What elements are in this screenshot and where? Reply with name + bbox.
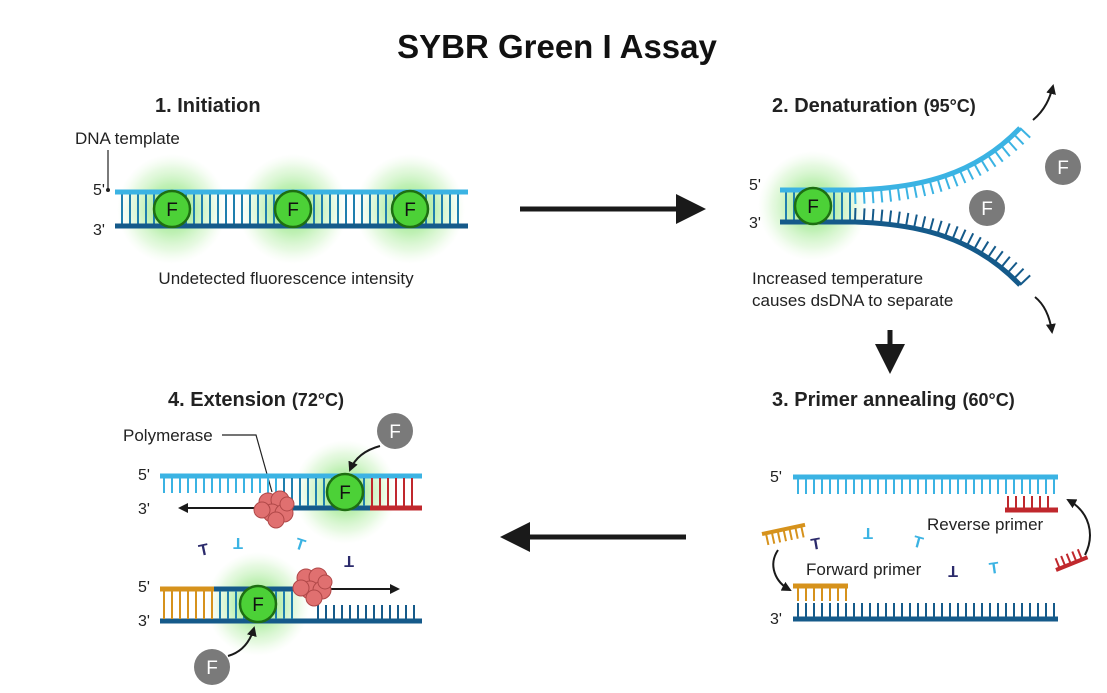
forward-primer-bound bbox=[797, 588, 847, 601]
polymerase-label: Polymerase bbox=[123, 426, 213, 445]
svg-text:F: F bbox=[981, 199, 993, 220]
free-dye: F bbox=[1045, 149, 1081, 185]
dye-binding-arrow bbox=[348, 445, 381, 472]
five-prime-label: 5' bbox=[138, 467, 150, 484]
step-2-denaturation: 2. Denaturation(95°C) 5' 3' F F bbox=[749, 84, 1081, 334]
svg-text:F: F bbox=[287, 200, 299, 221]
svg-text:T: T bbox=[810, 535, 823, 553]
forward-primer-label: Forward primer bbox=[806, 560, 922, 579]
step-4-heading: 4. Extension(72°C) bbox=[168, 389, 344, 411]
svg-text:T: T bbox=[344, 552, 354, 569]
template-top-teeth bbox=[797, 479, 1055, 494]
strand-separation-arrow bbox=[1032, 84, 1056, 121]
step-2-caption-line-1: Increased temperature bbox=[752, 269, 923, 288]
dna-bottom-strand bbox=[780, 219, 1022, 287]
three-prime-label: 3' bbox=[770, 611, 782, 628]
upper-template-teeth bbox=[163, 478, 277, 493]
polymerase-enzyme bbox=[292, 567, 333, 607]
sybr-dye: F bbox=[273, 189, 313, 229]
five-prime-label: 5' bbox=[138, 579, 150, 596]
free-dye: F bbox=[969, 190, 1005, 226]
sybr-dye: F bbox=[152, 189, 192, 229]
forward-primer-arrow bbox=[772, 549, 792, 591]
step-1-initiation: 1. Initiation DNA template 5' 3' F F F U… bbox=[75, 95, 468, 288]
polymerase-enzyme bbox=[253, 490, 295, 529]
three-prime-label: 3' bbox=[138, 613, 150, 630]
free-reverse-primer bbox=[1054, 548, 1089, 572]
svg-text:F: F bbox=[389, 422, 401, 443]
svg-text:F: F bbox=[807, 197, 819, 218]
svg-text:F: F bbox=[404, 200, 416, 221]
sybr-dye: F bbox=[390, 189, 430, 229]
step-3-primer-annealing: 3. Primer annealing(60°C) 5' 3' bbox=[761, 389, 1091, 628]
five-prime-label: 5' bbox=[93, 182, 105, 199]
step-3-heading: 3. Primer annealing(60°C) bbox=[772, 389, 1015, 411]
sybr-dye: F bbox=[238, 584, 278, 624]
free-dye: F bbox=[194, 649, 230, 685]
free-forward-primer bbox=[761, 522, 806, 546]
reverse-primer-label: Reverse primer bbox=[927, 515, 1044, 534]
lower-template-teeth bbox=[317, 605, 415, 619]
step-2-heading: 2. Denaturation(95°C) bbox=[772, 95, 976, 117]
template-bottom-teeth bbox=[797, 603, 1055, 617]
dna-template-label: DNA template bbox=[75, 129, 180, 148]
three-prime-label: 3' bbox=[93, 222, 105, 239]
svg-text:T: T bbox=[233, 534, 243, 551]
svg-text:F: F bbox=[206, 658, 218, 679]
free-dye: F bbox=[377, 413, 413, 449]
svg-text:T: T bbox=[197, 541, 210, 560]
dna-top-strand bbox=[780, 126, 1022, 193]
sybr-dye: F bbox=[793, 186, 833, 226]
lower-pair-rungs bbox=[163, 591, 293, 619]
sybr-dye: F bbox=[325, 472, 365, 512]
five-prime-label: 5' bbox=[749, 177, 761, 194]
reverse-primer-arrow bbox=[1066, 499, 1091, 556]
dye-binding-arrow bbox=[227, 626, 257, 657]
step-2-caption-line-2: causes dsDNA to separate bbox=[752, 291, 953, 310]
step-1-caption: Undetected fluorescence intensity bbox=[158, 269, 414, 288]
five-prime-label: 5' bbox=[770, 469, 782, 486]
step-1-heading: 1. Initiation bbox=[155, 95, 261, 117]
strand-separation-arrow bbox=[1034, 296, 1056, 334]
svg-text:T: T bbox=[988, 560, 1000, 578]
svg-text:T: T bbox=[911, 533, 925, 552]
polymerase-pointer bbox=[222, 434, 273, 493]
step-4-extension: 4. Extension(72°C) Polymerase 5' 3' 5' 3… bbox=[123, 389, 422, 685]
page-title: SYBR Green I Assay bbox=[397, 28, 717, 65]
svg-text:T: T bbox=[948, 562, 958, 579]
svg-text:T: T bbox=[863, 524, 873, 541]
svg-text:T: T bbox=[293, 536, 308, 555]
svg-text:F: F bbox=[166, 200, 178, 221]
three-prime-label: 3' bbox=[138, 501, 150, 518]
svg-text:F: F bbox=[1057, 158, 1069, 179]
free-nucleotides: T T T T T bbox=[810, 524, 1001, 579]
single-strand-teeth bbox=[854, 127, 1031, 286]
svg-text:F: F bbox=[252, 595, 264, 616]
three-prime-label: 3' bbox=[749, 215, 761, 232]
svg-text:F: F bbox=[339, 483, 351, 504]
free-nucleotides: T T T T bbox=[197, 534, 354, 569]
